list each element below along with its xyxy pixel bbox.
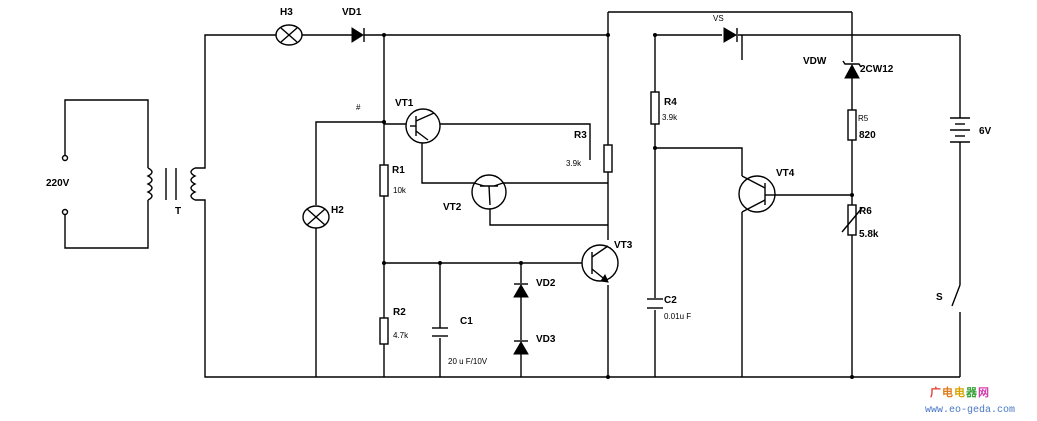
junction-dot bbox=[850, 375, 854, 379]
watermark-char: 广 bbox=[930, 385, 941, 399]
capacitor-c1 bbox=[432, 327, 448, 337]
label-vt2: VT2 bbox=[443, 202, 462, 213]
watermark-char: 器 bbox=[965, 386, 978, 399]
label-vd2: VD2 bbox=[536, 278, 556, 289]
watermark-url: www.eo-geda.com bbox=[925, 404, 1015, 416]
label-r4-value: 3.9k bbox=[662, 113, 678, 122]
resistor-r3 bbox=[603, 144, 613, 173]
junction-dot bbox=[606, 375, 610, 379]
label-vt3: VT3 bbox=[614, 240, 633, 251]
lamp-h2 bbox=[302, 205, 330, 229]
label-vt1: VT1 bbox=[395, 98, 414, 109]
label-h2: H2 bbox=[331, 205, 344, 216]
label-vdw: VDW bbox=[803, 56, 827, 67]
wire-ac-top bbox=[64, 99, 149, 168]
junction-dot bbox=[382, 120, 386, 124]
label-c1: C1 bbox=[460, 316, 473, 327]
diode-vd2 bbox=[513, 283, 529, 298]
diode-vs bbox=[723, 27, 738, 43]
watermark-char: 电 bbox=[954, 385, 965, 399]
junction-dot bbox=[606, 33, 610, 37]
label-vd1: VD1 bbox=[342, 7, 362, 18]
label-r6: R6 bbox=[859, 206, 872, 217]
ac-terminal-bottom bbox=[61, 208, 69, 216]
label-r1-value: 10k bbox=[393, 186, 407, 195]
label-r3: R3 bbox=[574, 130, 587, 141]
label-c2: C2 bbox=[664, 295, 677, 306]
junctions bbox=[382, 33, 854, 379]
resistor-r4 bbox=[650, 91, 660, 125]
label-r4: R4 bbox=[664, 97, 677, 108]
label-vd3: VD3 bbox=[536, 334, 556, 345]
label-battery: 6V bbox=[979, 126, 992, 137]
label-vt4: VT4 bbox=[776, 168, 795, 179]
resistor-r5 bbox=[847, 109, 857, 141]
watermark-logo: 广 电 电 器 网 www.eo-geda.com bbox=[925, 385, 1015, 416]
watermark-char: 电 bbox=[942, 385, 953, 399]
wire-r4-vt4 bbox=[655, 147, 743, 176]
label-transformer: T bbox=[175, 206, 181, 217]
transistor-vt1 bbox=[405, 108, 441, 144]
wire-sec-bottom bbox=[195, 199, 608, 378]
wire-ac-bottom bbox=[64, 200, 149, 249]
junction-dot bbox=[382, 33, 386, 37]
wire-vt2-emitter bbox=[489, 205, 608, 226]
label-r6-value: 5.8k bbox=[859, 229, 879, 240]
ac-terminal-top bbox=[61, 154, 69, 162]
diode-vd3 bbox=[513, 340, 529, 355]
label-source: 220V bbox=[46, 178, 70, 189]
junction-dot bbox=[653, 33, 657, 37]
resistor-r6 bbox=[841, 204, 863, 236]
wire-h2-top bbox=[315, 121, 384, 205]
wire-vt1-r3 bbox=[436, 123, 591, 160]
switch-s bbox=[951, 284, 961, 307]
label-vdw-type: 2CW12 bbox=[860, 64, 894, 75]
label-r1: R1 bbox=[392, 165, 405, 176]
zener-vdw bbox=[842, 60, 862, 79]
labels: 220V T H3 VD1 H2 # VT1 R1 10k VT2 R2 4.7… bbox=[46, 7, 992, 366]
junction-dot bbox=[850, 193, 854, 197]
wire-sec-top bbox=[195, 34, 276, 169]
junction-dot bbox=[653, 146, 657, 150]
label-vs: VS bbox=[713, 14, 724, 23]
wire-vt1-vt2 bbox=[421, 140, 474, 184]
label-r2-value: 4.7k bbox=[393, 331, 409, 340]
transformer-t bbox=[146, 167, 197, 201]
transistor-vt3 bbox=[581, 244, 619, 283]
junction-dot bbox=[382, 261, 386, 265]
transistor-vt4 bbox=[738, 175, 776, 213]
label-r5-value: 820 bbox=[859, 130, 876, 141]
junction-dot bbox=[519, 261, 523, 265]
resistor-r2 bbox=[379, 317, 389, 345]
watermark-char: 网 bbox=[978, 386, 989, 399]
capacitor-c2 bbox=[647, 298, 663, 309]
label-mark: # bbox=[356, 103, 361, 112]
lamp-h3 bbox=[275, 24, 303, 46]
transistor-vt2 bbox=[471, 174, 507, 210]
diode-vd1 bbox=[351, 27, 365, 43]
label-h3: H3 bbox=[280, 7, 293, 18]
label-switch: S bbox=[936, 292, 943, 303]
label-r3-value: 3.9k bbox=[566, 159, 582, 168]
label-r5: R5 bbox=[858, 114, 869, 123]
label-c1-value: 20 u F/10V bbox=[448, 357, 488, 366]
label-r2: R2 bbox=[393, 307, 406, 318]
battery-6v bbox=[950, 117, 970, 143]
junction-dot bbox=[438, 261, 442, 265]
resistor-r1 bbox=[379, 164, 389, 197]
label-c2-value: 0.01u F bbox=[664, 312, 691, 321]
